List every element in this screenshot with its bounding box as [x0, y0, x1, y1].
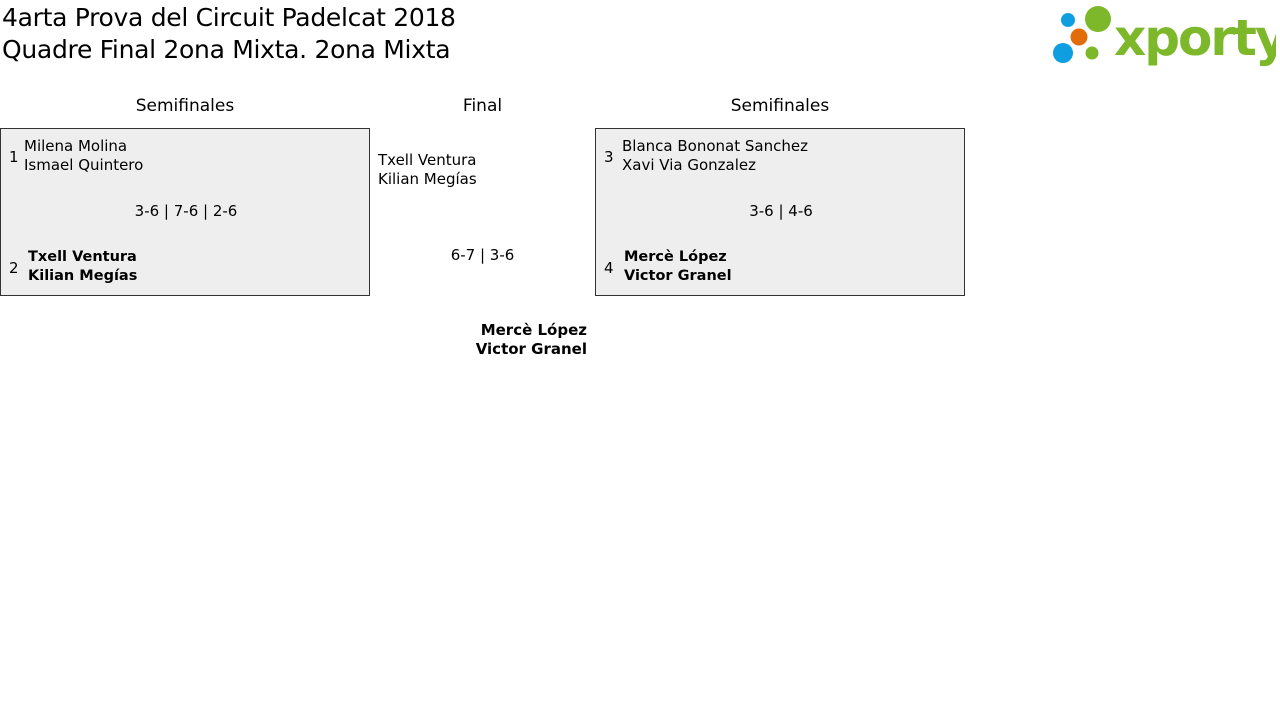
- player-name: Txell Ventura: [378, 151, 477, 169]
- player-name: Mercè López: [624, 249, 727, 265]
- player-name: Milena Molina: [24, 137, 128, 155]
- team-1: Blanca Bononat Sanchez Xavi Via Gonzalez: [622, 137, 808, 175]
- final-winner: Mercè López Victor Granel: [476, 321, 587, 359]
- player-name: Kilian Megías: [378, 170, 477, 188]
- player-name: Xavi Via Gonzalez: [622, 156, 756, 174]
- player-name: Victor Granel: [475, 340, 587, 358]
- header-semifinals-right: Semifinales: [730, 96, 830, 116]
- draw-title: Quadre Final 2ona Mixta. 2ona Mixta: [2, 35, 451, 64]
- player-name: Victor Granel: [624, 268, 732, 284]
- match-score: 3-6 | 7-6 | 2-6: [134, 202, 238, 220]
- page-title: 4arta Prova del Circuit Padelcat 2018 Qu…: [2, 2, 456, 66]
- svg-text:xporty: xporty: [1114, 9, 1276, 66]
- final-score: 6-7 | 3-6: [450, 246, 515, 264]
- tournament-title: 4arta Prova del Circuit Padelcat 2018: [2, 3, 456, 32]
- team-2-winner: Txell Ventura Kilian Megías: [28, 248, 137, 286]
- player-name: Mercè López: [480, 321, 587, 339]
- semifinal-match-right: 3 Blanca Bononat Sanchez Xavi Via Gonzal…: [595, 128, 965, 296]
- semifinal-match-left: 1 Milena Molina Ismael Quintero 3-6 | 7-…: [0, 128, 370, 296]
- xporty-logo[interactable]: xporty: [1050, 4, 1276, 66]
- seed-number: 2: [9, 259, 19, 277]
- header-semifinals-left: Semifinales: [135, 96, 235, 116]
- seed-number: 1: [9, 148, 19, 166]
- seed-number: 4: [604, 259, 614, 277]
- match-score: 3-6 | 4-6: [749, 202, 813, 220]
- final-team-1: Txell Ventura Kilian Megías: [378, 151, 477, 189]
- seed-number: 3: [604, 148, 614, 166]
- team-2-winner: Mercè López Victor Granel: [624, 248, 732, 286]
- team-1: Milena Molina Ismael Quintero: [24, 137, 143, 175]
- header-final: Final: [462, 96, 503, 116]
- player-name: Ismael Quintero: [24, 156, 144, 174]
- player-name: Txell Ventura: [28, 249, 137, 265]
- player-name: Blanca Bononat Sanchez: [622, 137, 808, 155]
- player-name: Kilian Megías: [28, 268, 138, 284]
